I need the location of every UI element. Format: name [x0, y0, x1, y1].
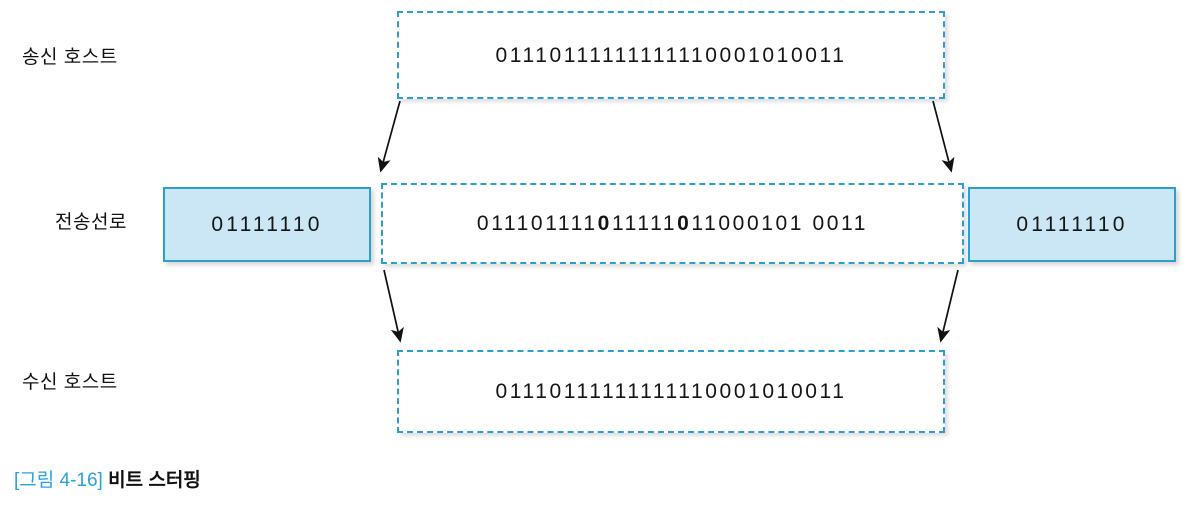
receiver-bitstream-box: 01110111111111110001010011: [397, 350, 945, 433]
stuffed-bit-1: 0: [597, 212, 612, 235]
arrow-sender-left-to-line: [377, 100, 401, 173]
sender-bitstream-text: 01110111111111110001010011: [495, 43, 847, 67]
row-label-receiver: 수신 호스트: [22, 372, 118, 393]
row-label-sender: 송신 호스트: [22, 47, 118, 68]
arrow-sender-right-to-line: [932, 100, 955, 173]
transmission-line-bitstream-text: 011101111011111011000101 0011: [477, 213, 868, 234]
stuffed-bit-2: 0: [677, 212, 692, 235]
arrow-line-left-to-receiver: [383, 269, 404, 343]
receiver-bitstream-text: 01110111111111110001010011: [495, 380, 847, 403]
line-bits-segment-3: 11000101 0011: [691, 212, 869, 235]
figure-caption-tag: [그림 4-16]: [14, 470, 103, 491]
line-bits-segment-1: 011101111: [476, 212, 598, 235]
flag-left-text: 01111110: [211, 213, 323, 236]
flag-right-box: 01111110: [968, 187, 1176, 262]
figure-caption-title: 비트 스터핑: [108, 470, 201, 491]
line-bits-segment-2: 11111: [611, 212, 678, 235]
row-label-transmission-line: 전송선로: [55, 212, 127, 233]
flag-right-text: 01111110: [1016, 213, 1128, 236]
arrow-line-right-to-receiver: [937, 269, 959, 343]
sender-bitstream-box: 01110111111111110001010011: [397, 11, 945, 99]
flag-left-box: 01111110: [163, 187, 371, 262]
transmission-line-bitstream-box: 011101111011111011000101 0011: [381, 183, 964, 264]
figure-caption: [그림 4-16] 비트 스터핑: [14, 465, 201, 492]
